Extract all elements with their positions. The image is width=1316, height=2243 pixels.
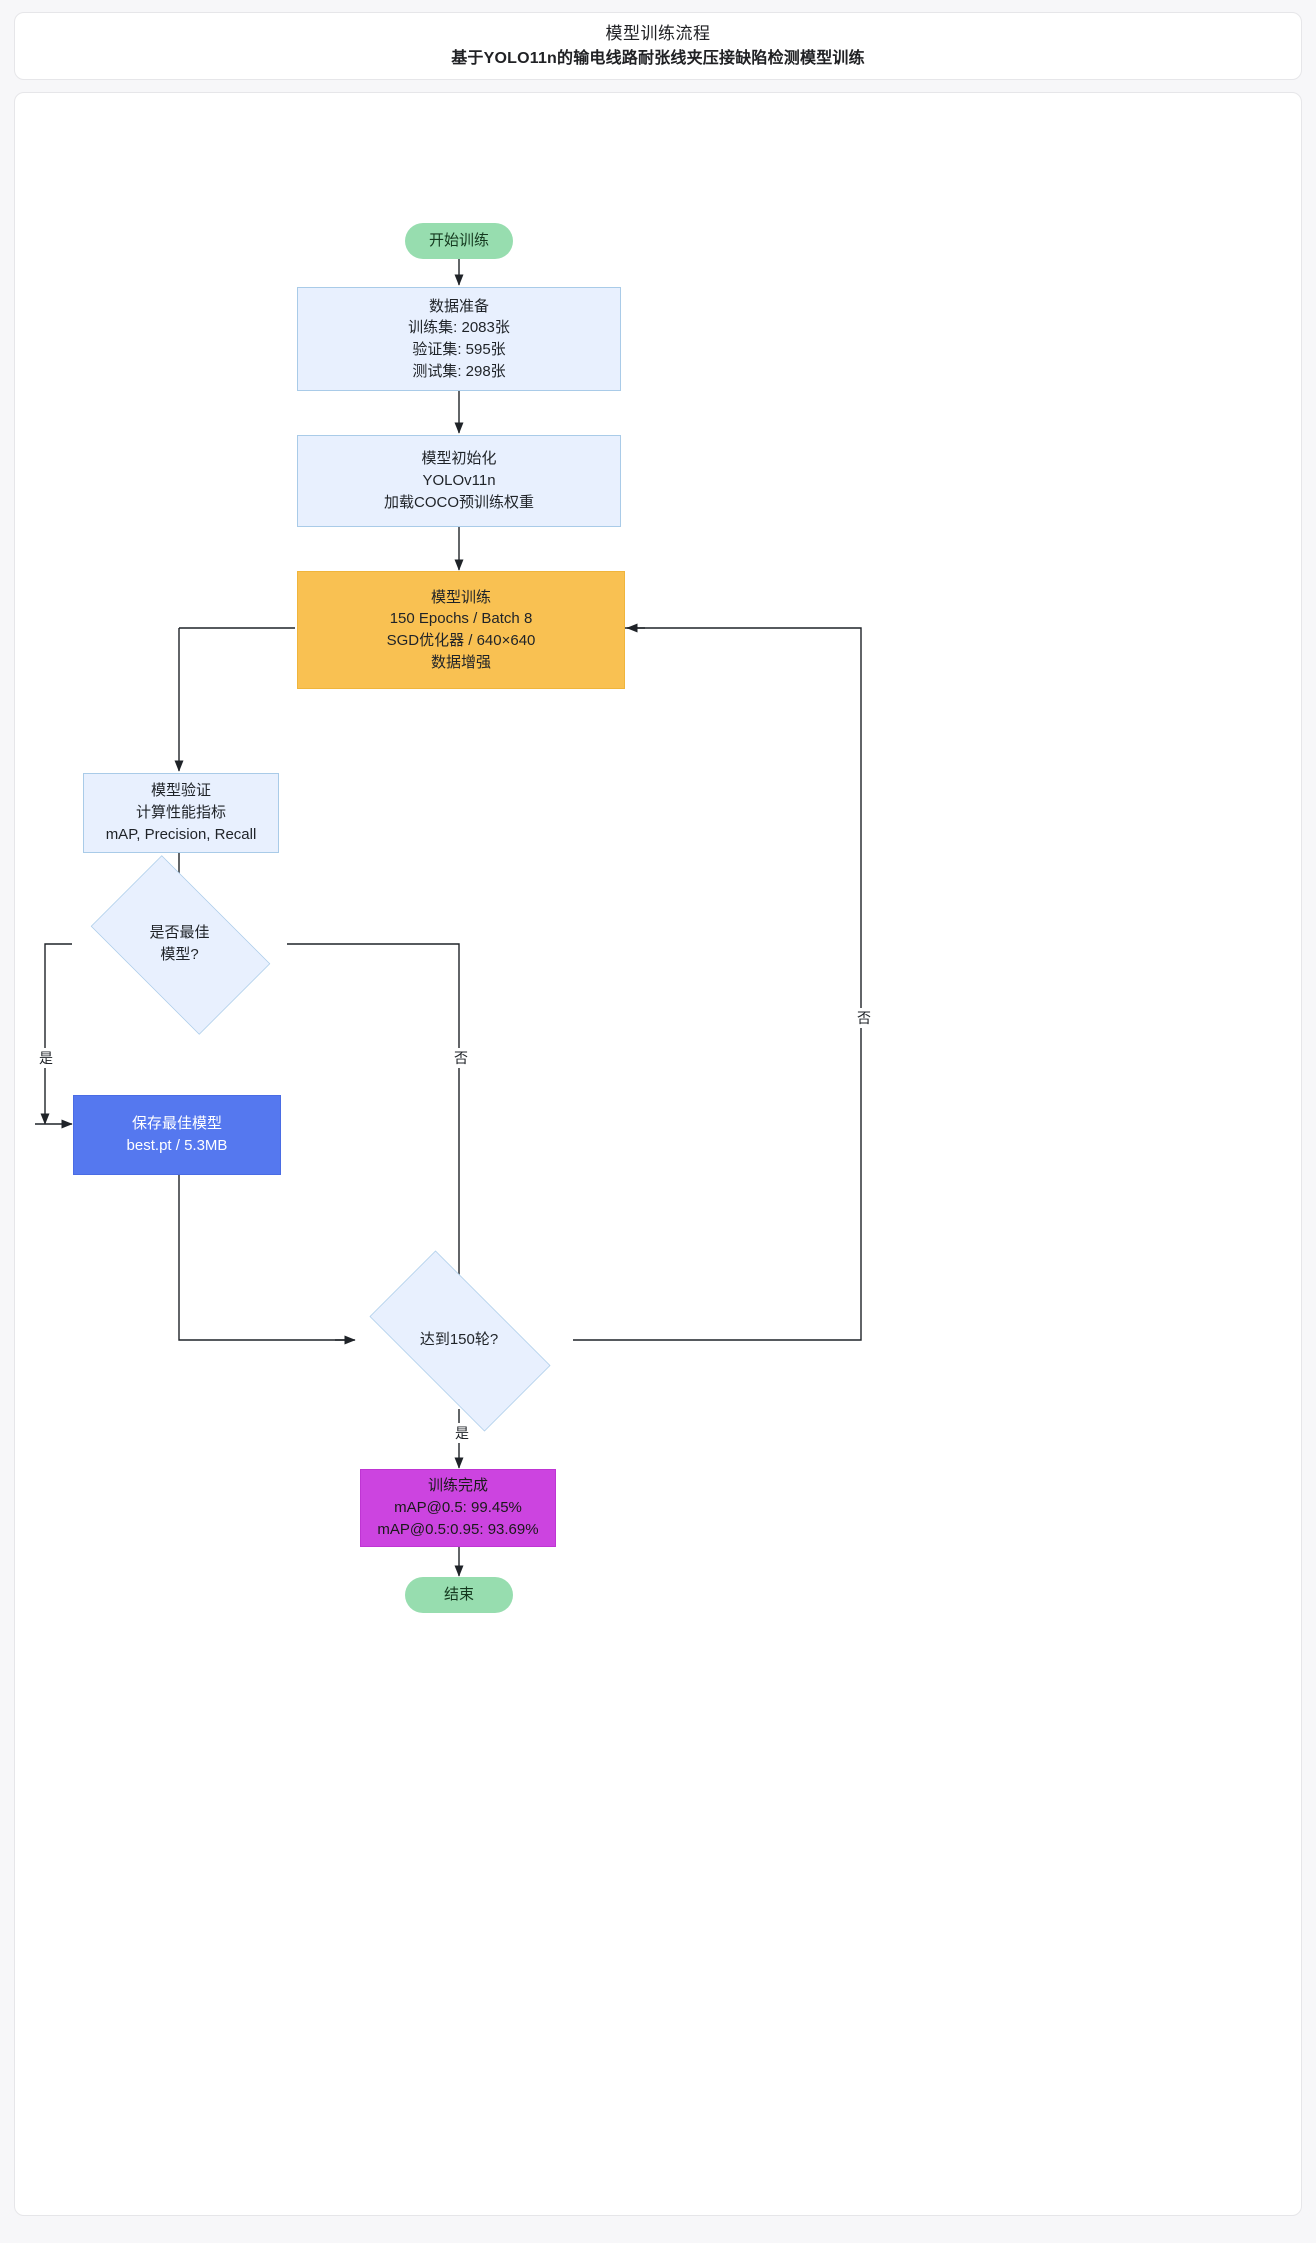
node-model-training-epochs: 150 Epochs / Batch 8 [389, 610, 533, 628]
node-save-best-model[interactable]: 保存最佳模型 best.pt / 5.3MB [73, 1095, 281, 1175]
node-end-label: 结束 [443, 1586, 474, 1604]
node-save-best-model-title: 保存最佳模型 [131, 1115, 222, 1133]
node-model-training[interactable]: 模型训练 150 Epochs / Batch 8 SGD优化器 / 640×6… [297, 571, 625, 689]
node-training-complete-map5095: mAP@0.5:0.95: 93.69% [377, 1520, 539, 1538]
page-title: 模型训练流程 [605, 24, 711, 44]
node-data-preparation[interactable]: 数据准备 训练集: 2083张 验证集: 595张 测试集: 298张 [297, 287, 621, 391]
node-start-label: 开始训练 [428, 232, 489, 250]
node-model-initialization-title: 模型初始化 [421, 450, 497, 468]
diagram-card: 开始训练 数据准备 训练集: 2083张 验证集: 595张 测试集: 298张… [14, 92, 1302, 2216]
edge-label-epoch-no: 否 [855, 1008, 873, 1028]
node-model-training-title: 模型训练 [430, 588, 491, 606]
best-model-decision-line1: 是否最佳 [149, 923, 210, 941]
node-training-complete-map50: mAP@0.5: 99.45% [394, 1499, 522, 1517]
epoch-decision-line1: 达到150轮? [419, 1330, 499, 1348]
diagram-stage: 开始训练 数据准备 训练集: 2083张 验证集: 595张 测试集: 298张… [15, 93, 1301, 2215]
edge-savebest-to-epochcheck [178, 1157, 345, 1341]
epoch-decision-label: 达到150轮? [345, 1275, 573, 1405]
node-training-complete-title: 训练完成 [427, 1477, 488, 1495]
edge-label-best-yes: 是 [37, 1048, 55, 1068]
node-data-preparation-train-count: 训练集: 2083张 [408, 319, 510, 337]
node-model-training-optimizer: SGD优化器 / 640×640 [386, 632, 536, 649]
edge-bestcheck-left-stub [44, 943, 72, 1044]
node-training-complete[interactable]: 训练完成 mAP@0.5: 99.45% mAP@0.5:0.95: 93.69… [360, 1469, 556, 1547]
node-end[interactable]: 结束 [405, 1577, 513, 1613]
edge-label-best-no: 否 [452, 1048, 470, 1068]
node-model-initialization-weights: 加载COCO预训练权重 [383, 493, 534, 511]
node-model-validation-metrics-list: mAP, Precision, Recall [105, 825, 257, 843]
node-best-model-decision[interactable]: 是否最佳 模型? [72, 855, 287, 1035]
node-save-best-model-file: best.pt / 5.3MB [126, 1137, 228, 1154]
node-model-initialization-model: YOLOv11n [422, 472, 496, 490]
node-model-validation[interactable]: 模型验证 计算性能指标 mAP, Precision, Recall [83, 773, 279, 853]
node-start[interactable]: 开始训练 [405, 223, 513, 259]
best-model-decision-line2: 模型? [160, 946, 199, 963]
node-model-initialization[interactable]: 模型初始化 YOLOv11n 加载COCO预训练权重 [297, 435, 621, 527]
node-data-preparation-test-count: 测试集: 298张 [412, 362, 506, 380]
edge-epochcheck-no-loop [573, 627, 862, 1341]
edge-label-epoch-yes: 是 [453, 1423, 471, 1443]
node-data-preparation-title: 数据准备 [428, 297, 489, 315]
node-model-validation-metrics-calc: 计算性能指标 [135, 804, 226, 822]
node-model-validation-title: 模型验证 [150, 782, 211, 800]
best-model-decision-label: 是否最佳 模型? [72, 874, 287, 1014]
node-model-training-augment: 数据增强 [430, 653, 491, 671]
node-epoch-decision[interactable]: 达到150轮? [345, 1250, 573, 1432]
page-subtitle: 基于YOLO11n的输电线路耐张线夹压接缺陷检测模型训练 [451, 49, 865, 67]
title-card: 模型训练流程 基于YOLO11n的输电线路耐张线夹压接缺陷检测模型训练 [14, 12, 1302, 80]
node-data-preparation-val-count: 验证集: 595张 [412, 341, 506, 358]
